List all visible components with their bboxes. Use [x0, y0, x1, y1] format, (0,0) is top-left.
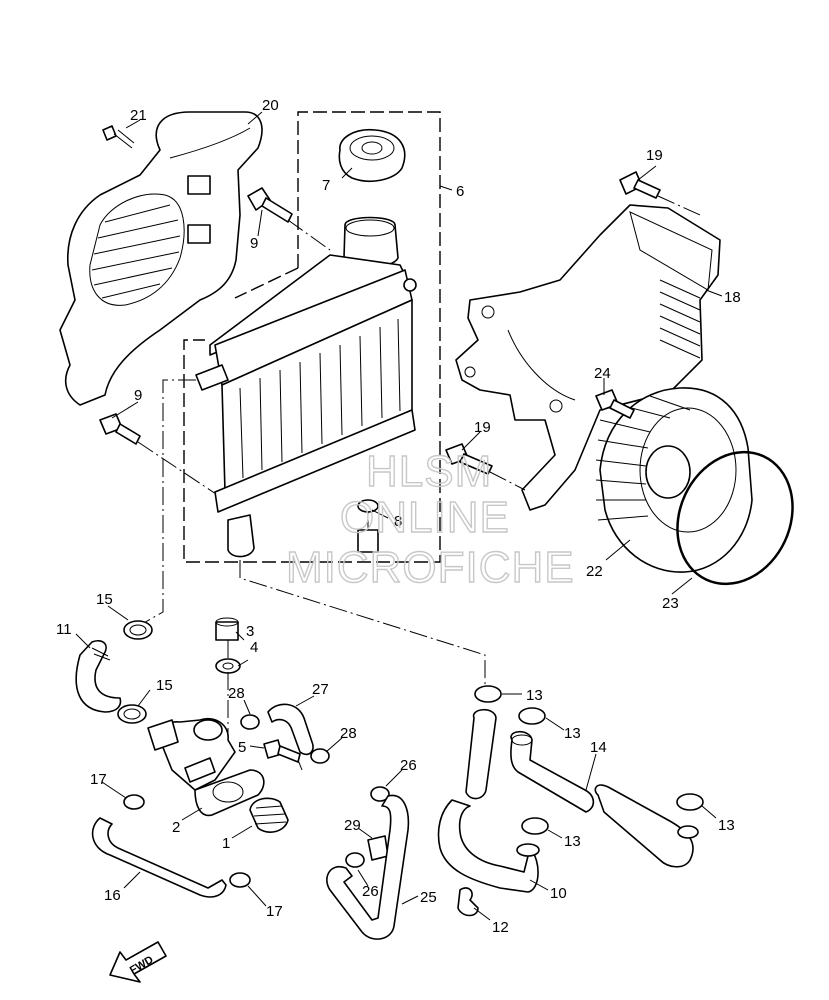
clamp-13-d[interactable]	[676, 793, 704, 811]
callout-8: 8	[394, 513, 402, 530]
clamp-15-upper[interactable]	[123, 620, 153, 640]
callout-27: 27	[312, 681, 329, 698]
watermark-line-2: ONLINE	[340, 493, 510, 542]
callout-13-d: 13	[718, 817, 735, 834]
thermostat[interactable]	[249, 797, 289, 833]
clamp-17-upper[interactable]	[123, 794, 145, 810]
callout-7: 7	[322, 177, 330, 194]
hose-14[interactable]	[510, 730, 699, 868]
bolt-3[interactable]	[215, 617, 239, 641]
radiator[interactable]	[195, 216, 417, 558]
callout-10: 10	[550, 885, 567, 902]
callout-20: 20	[262, 97, 279, 114]
callout-9-upper: 9	[250, 235, 258, 252]
callout-16: 16	[104, 887, 121, 904]
callout-24: 24	[594, 365, 611, 382]
callout-13-c: 13	[564, 833, 581, 850]
fan-shroud[interactable]	[455, 204, 721, 511]
callout-23: 23	[662, 595, 679, 612]
callout-17-lower: 17	[266, 903, 283, 920]
bolt-19-upper[interactable]	[619, 171, 661, 199]
clip-12[interactable]	[457, 887, 479, 917]
clamp-13-c[interactable]	[521, 817, 549, 835]
forward-direction-arrow: FWD	[109, 941, 167, 983]
hose-11[interactable]	[75, 639, 122, 713]
callout-13-a: 13	[526, 687, 543, 704]
callout-4: 4	[250, 639, 258, 656]
clamp-28-upper[interactable]	[240, 714, 260, 730]
callout-21: 21	[130, 107, 147, 124]
washer-4[interactable]	[215, 658, 241, 674]
callout-5: 5	[238, 739, 246, 756]
callout-6: 6	[456, 183, 464, 200]
clamp-26-upper[interactable]	[370, 786, 390, 802]
drain-bolt-8[interactable]	[357, 499, 379, 553]
bolt-5[interactable]	[263, 739, 301, 763]
screw-21[interactable]	[102, 125, 135, 149]
bolt-9-lower[interactable]	[99, 413, 141, 445]
callout-numbers: 21 20 7 6 9 9 19 18 24 19 8 22 23 15 11 …	[56, 97, 741, 936]
callout-11: 11	[56, 621, 72, 638]
callout-28-lower: 28	[340, 725, 357, 742]
callout-1: 1	[222, 835, 230, 852]
callout-22: 22	[586, 563, 603, 580]
callout-26-upper: 26	[400, 757, 417, 774]
callout-15-upper: 15	[96, 591, 113, 608]
leader-lines	[75, 111, 723, 921]
thermostat-housing[interactable]	[147, 718, 265, 817]
callout-19-lower: 19	[474, 419, 491, 436]
hose-27[interactable]	[267, 703, 314, 756]
callout-19-upper: 19	[646, 147, 663, 164]
watermark-line-1: HLSM	[366, 447, 492, 496]
callout-2: 2	[172, 819, 180, 836]
clamp-15-lower[interactable]	[117, 704, 147, 724]
callout-26-lower: 26	[362, 883, 379, 900]
bolt-24[interactable]	[595, 389, 635, 419]
bolt-9-upper[interactable]	[247, 187, 293, 223]
o-ring-23[interactable]	[656, 433, 813, 603]
callout-3: 3	[246, 623, 254, 640]
radiator-cap[interactable]	[338, 128, 406, 182]
radiator-assembly-outline	[183, 111, 441, 563]
watermark-line-3: MICROFICHE	[286, 543, 575, 592]
hose-25[interactable]	[326, 794, 410, 940]
clamp-13-b[interactable]	[518, 707, 546, 725]
callout-9-lower: 9	[134, 387, 142, 404]
fitting-29[interactable]	[367, 835, 389, 861]
callout-28-upper: 28	[228, 685, 245, 702]
callout-18: 18	[724, 289, 741, 306]
hose-10[interactable]	[437, 708, 540, 893]
callout-13-b: 13	[564, 725, 581, 742]
callout-17-upper: 17	[90, 771, 107, 788]
callout-29: 29	[344, 817, 361, 834]
clamp-17-lower[interactable]	[229, 872, 251, 888]
hose-16[interactable]	[91, 817, 227, 898]
cooling-fan[interactable]	[595, 387, 753, 573]
clamp-28-lower[interactable]	[310, 748, 330, 764]
callout-25: 25	[420, 889, 437, 906]
callout-12: 12	[492, 919, 509, 936]
clamp-13-a[interactable]	[474, 685, 502, 703]
callout-14: 14	[590, 739, 607, 756]
callout-15-lower: 15	[156, 677, 173, 694]
clamp-26-lower[interactable]	[345, 852, 365, 868]
watermark: HLSM ONLINE MICROFICHE	[285, 446, 575, 592]
radiator-cover[interactable]	[59, 111, 263, 406]
